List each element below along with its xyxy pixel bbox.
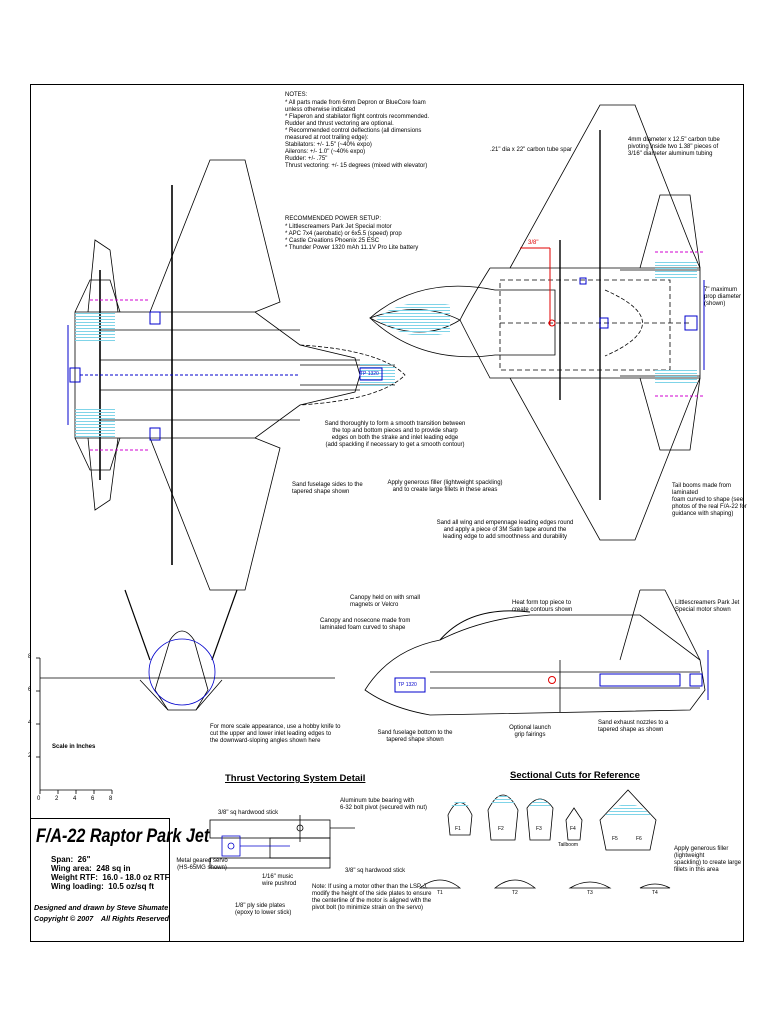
bottom-view-right-controls — [520, 247, 705, 397]
scale-y-tick-2: 2 — [28, 753, 32, 759]
thrust-title: Thrust Vectoring System Detail — [225, 773, 366, 784]
spec-weight: Weight RTF: 16.0 - 18.0 oz RTF — [51, 873, 170, 882]
bottom-view-right — [369, 104, 701, 541]
front-view — [40, 589, 335, 711]
notes-line: * All parts made from 6mm Depron or Blue… — [285, 100, 426, 106]
spec-loading: Wing loading: 10.5 oz/sq ft — [51, 882, 155, 891]
tailboom-label: Tailboom — [558, 842, 579, 848]
scale-x-tick-0: 0 — [37, 796, 41, 802]
carbon-spar-callout: .21" dia x 22" carbon tube spar — [490, 147, 572, 153]
scale-y-tick-6: 6 — [28, 687, 32, 693]
carbon-tube-callout: 4mm diameter x 12.5" carbon tube pivotin… — [628, 137, 720, 157]
notes-line: Stabilators: +/- 1.5" (~40% expo) — [285, 142, 372, 148]
sand-fuselage-callout: Sand fuselage sides to the tapered shape… — [292, 482, 363, 495]
cut-label-t1: T1 — [437, 890, 443, 896]
battery-label-side: TP 1320 — [398, 682, 417, 688]
spec-wing-area: Wing area: 248 sq in — [51, 864, 131, 873]
notes-line: Ailerons: +/- 1.0" (~40% expo) — [285, 149, 366, 155]
power-line: * Littlescreamers Park Jet Special motor — [285, 224, 392, 230]
scale-x-tick-2: 2 — [55, 796, 59, 802]
cut-label-t3: T3 — [587, 890, 593, 896]
drawing-sheet-border — [30, 84, 744, 942]
sections-filler-note: Apply generous filler (lightweight spack… — [674, 846, 742, 873]
power-line: * Thunder Power 1320 mAh 11.1V Pro Lite … — [285, 245, 419, 251]
thrust-detail-drawing — [209, 815, 355, 869]
sectional-cuts-hatching — [450, 795, 651, 815]
notes-line: Rudder: +/- .75" — [285, 156, 328, 162]
canopy-magnets-callout: Canopy held on with small magnets or Vel… — [350, 595, 421, 608]
scale-x-tick-6: 6 — [91, 796, 95, 802]
notes-list: * All parts made from 6mm Depron or Blue… — [285, 100, 445, 170]
notes-line: * Flaperon and stabilator flight control… — [285, 114, 430, 120]
side-view-controls — [394, 650, 709, 700]
music-wire-callout: 1/16" music wire pushrod — [262, 874, 297, 887]
hobby-knife-callout: For more scale appearance, use a hobby k… — [210, 724, 341, 744]
top-view-left-hatching — [75, 312, 395, 438]
satin-tape-callout: Sand all wing and empennage leading edge… — [436, 520, 574, 540]
power-line: * Castle Creations Phoenix 25 ESC — [285, 238, 380, 244]
cut-label-f3: F3 — [536, 826, 542, 832]
cut-label-f2: F2 — [498, 826, 504, 832]
scale-x-tick-4: 4 — [73, 796, 77, 802]
hardwood-top-callout: 3/8" sq hardwood stick — [218, 810, 279, 816]
notes-line: Rudder and thrust vectoring are optional… — [285, 121, 394, 127]
sand-bottom-callout: Sand fuselage bottom to the tapered shap… — [377, 730, 453, 743]
launch-grip-callout: Optional launch grip fairings — [509, 725, 551, 738]
notes-line: Thrust vectoring: +/- 15 degrees (mixed … — [285, 163, 428, 169]
exhaust-nozzle-callout: Sand exhaust nozzles to a tapered shape … — [598, 720, 669, 733]
scale-label: Scale in Inches — [52, 744, 96, 750]
plan-title: F/A-22 Raptor Park Jet — [36, 826, 210, 847]
spec-span: Span: 26" — [51, 855, 91, 864]
cut-label-f6: F6 — [636, 836, 642, 842]
prop-diameter-callout: 7" maximum prop diameter (shown) — [704, 287, 742, 307]
scale-y-tick-4: 4 — [28, 720, 32, 726]
motor-callout: Littlescreamers Park Jet Special motor s… — [675, 600, 740, 613]
cut-label-f4: F4 — [570, 826, 576, 832]
scale-axes — [36, 657, 113, 794]
designer-credit: Designed and drawn by Steve Shumate — [34, 903, 169, 912]
dimension-label: 3/8" — [528, 240, 539, 246]
bottom-view-right-hatching — [375, 262, 697, 384]
notes-line: unless otherwise indicated — [285, 107, 356, 113]
power-header: RECOMMENDED POWER SETUP: — [285, 216, 382, 222]
notes-header: NOTES: — [285, 92, 308, 98]
scale-y-tick-8: 8 — [28, 654, 32, 660]
notes-line: measured at root trailing edge): — [285, 135, 369, 141]
scale-x-tick-8: 8 — [109, 796, 113, 802]
cut-label-f5: F5 — [612, 836, 618, 842]
power-line: * APC 7x4 (aerobatic) or 6x5.5 (speed) p… — [285, 231, 402, 237]
ply-plates-callout: 1/8" ply side plates (epoxy to lower sti… — [235, 903, 292, 916]
canopy-nosecone-callout: Canopy and nosecone made from laminated … — [320, 618, 411, 631]
side-view — [364, 589, 706, 716]
cut-label-t4: T4 — [652, 890, 658, 896]
aluminum-tube-callout: Aluminum tube bearing with 6-32 bolt piv… — [340, 798, 428, 811]
cut-label-f1: F1 — [455, 826, 461, 832]
tail-booms-callout: Tail booms made from laminated foam curv… — [672, 483, 747, 517]
top-view-left-controls — [67, 299, 383, 451]
sections-title: Sectional Cuts for Reference — [510, 770, 640, 781]
heat-form-callout: Heat form top piece to create contours s… — [512, 600, 573, 613]
battery-label-top: TP 1320 — [360, 371, 379, 377]
title-block: F/A-22 Raptor Park Jet Span: 26" Wing ar… — [30, 818, 209, 942]
copyright: Copyright © 2007 All Rights Reserved — [34, 914, 169, 923]
notes-line: * Recommended control deflections (all d… — [285, 128, 422, 134]
power-list: * Littlescreamers Park Jet Special motor… — [285, 224, 445, 252]
sand-transition-callout: Sand thoroughly to form a smooth transit… — [324, 421, 466, 448]
servo-callout: Metal geared servo (HS-65MG shown) — [176, 858, 228, 871]
cut-label-t2: T2 — [512, 890, 518, 896]
motor-note: Note: If using a motor other than the LS… — [312, 884, 432, 911]
filler-callout: Apply generous filler (lightweight spack… — [387, 480, 503, 493]
hardwood-bottom-callout: 3/8" sq hardwood stick — [345, 868, 406, 874]
